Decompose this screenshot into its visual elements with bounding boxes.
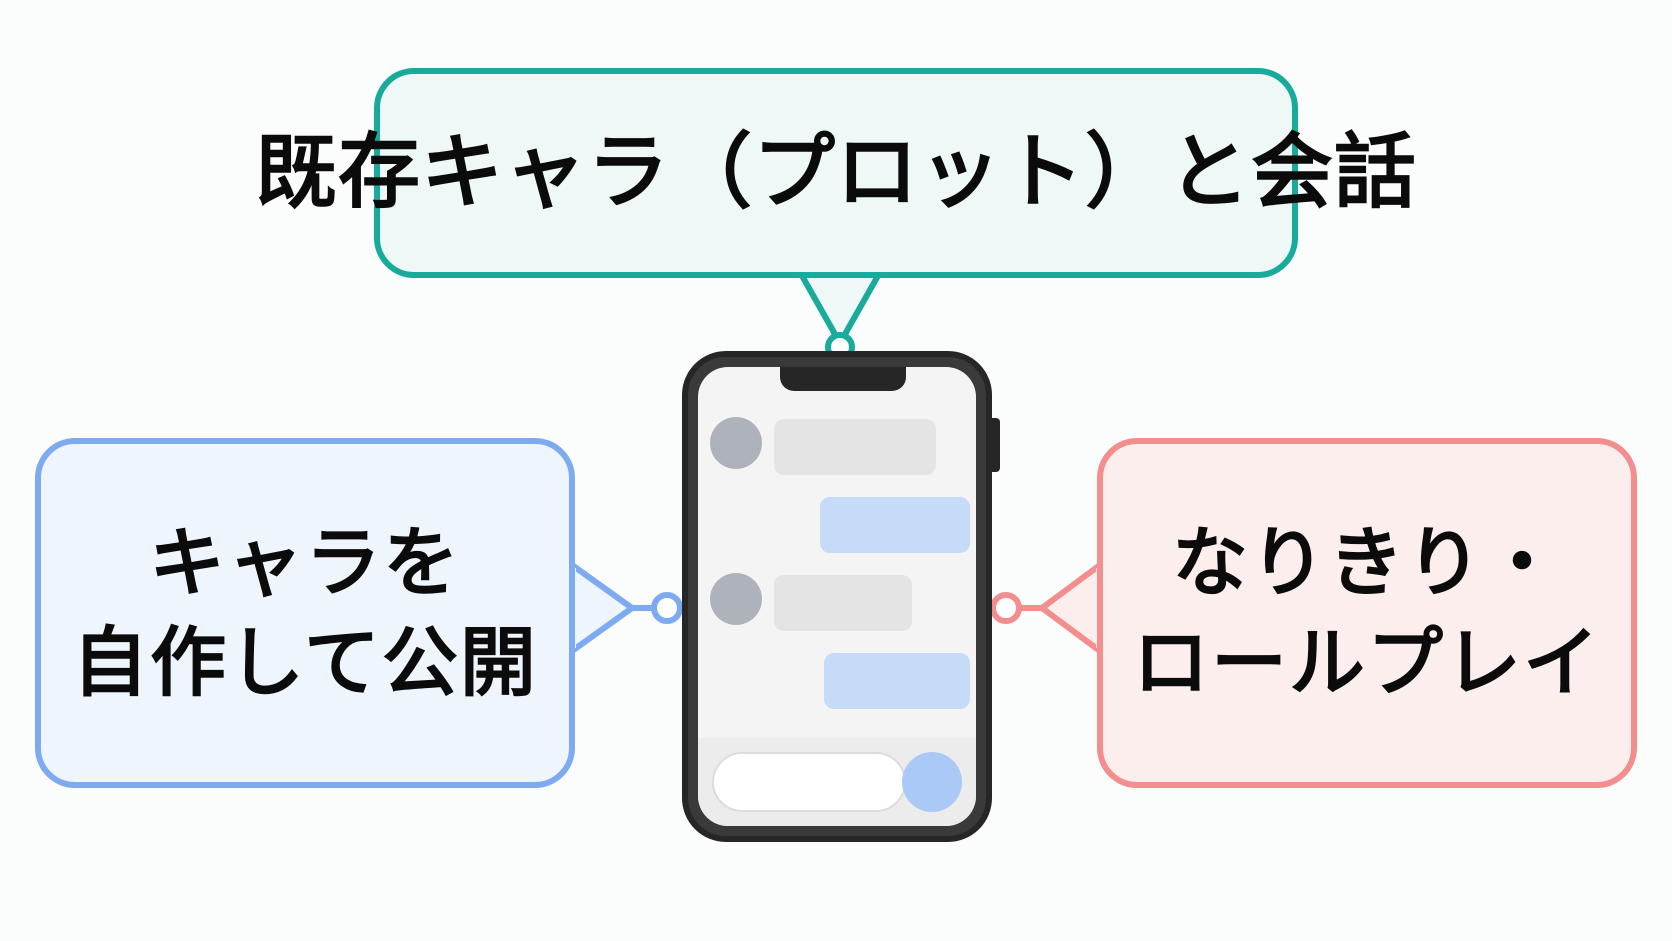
feature-label-line-2: 自作して公開: [72, 618, 538, 707]
chat-message-incoming: [774, 419, 936, 475]
left-bubble-pointer: [569, 559, 638, 657]
chat-message-outgoing: [820, 497, 970, 553]
chat-message-outgoing: [824, 653, 970, 709]
right-connector-node: [990, 592, 1022, 624]
feature-label-line-2: ロールプレイ: [1133, 618, 1601, 707]
chat-message-incoming: [774, 575, 912, 631]
phone-side-button: [992, 418, 1000, 472]
feature-label-roleplay: なりきり・ ロールプレイ: [1133, 513, 1601, 714]
feature-bubble-create-character: キャラを 自作して公開: [35, 438, 575, 788]
chat-avatar: [710, 417, 762, 469]
feature-label-create-character: キャラを 自作して公開: [72, 513, 538, 714]
feature-label-line-1: キャラを: [148, 517, 461, 607]
feature-bubble-existing-character-chat: 既存キャラ（プロット）と会話: [255, 68, 1416, 278]
right-bubble-pointer: [1036, 559, 1103, 657]
left-connector-node: [651, 592, 683, 624]
phone-notch: [780, 367, 906, 391]
chat-input-area: [698, 738, 976, 826]
message-input: [712, 752, 906, 812]
phone-illustration: [682, 351, 992, 842]
send-icon: [902, 752, 962, 812]
feature-label-line-1: なりきり・: [1172, 517, 1562, 607]
chat-avatar: [710, 573, 762, 625]
feature-label-existing-character-chat: 既存キャラ（プロット）と会話: [255, 124, 1418, 220]
phone-screen: [698, 367, 976, 826]
feature-bubble-roleplay: なりきり・ ロールプレイ: [1097, 438, 1637, 788]
